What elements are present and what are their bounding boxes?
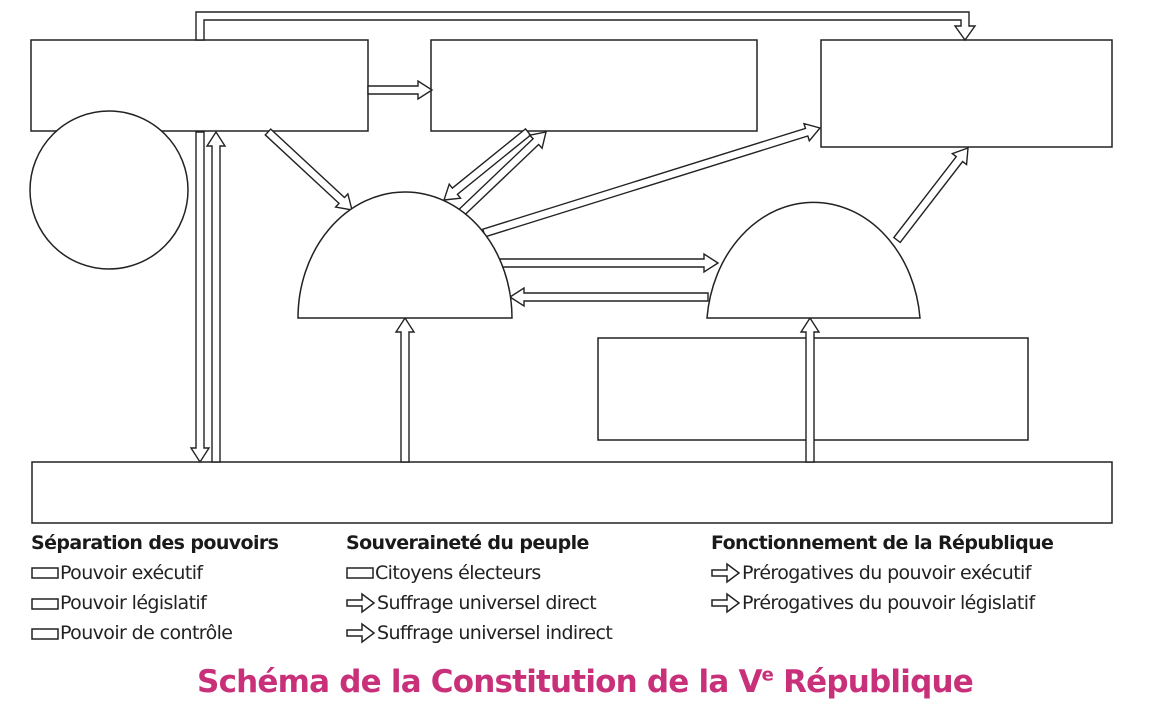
legend-item: Citoyens électeurs [346, 558, 612, 588]
legend-label: Pouvoir de contrôle [60, 622, 233, 644]
box-icon [31, 567, 59, 579]
left-hemicycle[interactable] [297, 191, 513, 319]
arrow-executive-to-citizens [189, 131, 211, 464]
control-box[interactable] [820, 39, 1113, 148]
legend-item: Suffrage universel indirect [346, 618, 613, 648]
legend-item: Pouvoir de contrôle [31, 618, 278, 648]
hollow-arrow-icon [711, 562, 741, 584]
legislative-box[interactable] [430, 39, 758, 132]
arrow-assembly-to-legislative [458, 131, 547, 216]
legend-item: Suffrage universel direct [346, 588, 612, 618]
arrow-citizens-to-executive [205, 130, 227, 463]
legend-souverainete: Souveraineté du peuple Citoyens électeur… [346, 532, 613, 648]
title-text: Schéma de la Constitution de la V [197, 664, 762, 700]
legend-item: Pouvoir législatif [31, 588, 278, 618]
legend-label: Pouvoir législatif [60, 592, 207, 614]
legend-separation: Séparation des pouvoirs Pouvoir exécutif… [31, 532, 279, 648]
legend-label: Citoyens électeurs [375, 562, 541, 584]
legend-label: Prérogatives du pouvoir législatif [742, 592, 1035, 614]
legend-item: Prérogatives du pouvoir législatif [711, 588, 1053, 618]
arrow-executive-to-control [195, 11, 977, 42]
right-hemicycle[interactable] [706, 201, 921, 319]
hollow-arrow-icon [711, 592, 741, 614]
citizens-box[interactable] [31, 461, 1113, 524]
legend-fonctionnement: Fonctionnement de la République Prérogat… [711, 532, 1054, 618]
arrow-assembly-to-senate [499, 252, 720, 274]
title-superscript: e [761, 664, 774, 686]
hollow-arrow-icon [346, 622, 376, 644]
legend-item: Pouvoir exécutif [31, 558, 278, 588]
box-icon [31, 598, 59, 610]
box-icon [346, 567, 374, 579]
legend-label: Pouvoir exécutif [60, 562, 203, 584]
arrow-assembly-to-control [481, 122, 822, 238]
title-text-end: République [773, 664, 974, 700]
legend-title: Fonctionnement de la République [711, 532, 1054, 554]
legend-label: Prérogatives du pouvoir exécutif [742, 562, 1031, 584]
legend-title: Souveraineté du peuple [346, 532, 589, 554]
diagram-title: Schéma de la Constitution de la Ve Répub… [0, 664, 1170, 700]
legend-item: Prérogatives du pouvoir exécutif [711, 558, 1053, 588]
legend-label: Suffrage universel indirect [377, 622, 613, 644]
arrow-citizens-to-assembly [394, 316, 416, 463]
arrow-executive-to-legislative [367, 79, 434, 101]
legend-label: Suffrage universel direct [377, 592, 597, 614]
arrow-electors-to-senate [799, 316, 821, 463]
arrow-senate-to-assembly [508, 286, 709, 308]
legend-title: Séparation des pouvoirs [31, 532, 279, 554]
arrow-legislative-to-assembly [442, 127, 532, 201]
box-icon [31, 628, 59, 640]
arrow-executive-to-assembly [264, 128, 353, 211]
president-circle[interactable] [29, 110, 189, 270]
arrow-senate-to-control [892, 146, 969, 244]
hollow-arrow-icon [346, 592, 376, 614]
